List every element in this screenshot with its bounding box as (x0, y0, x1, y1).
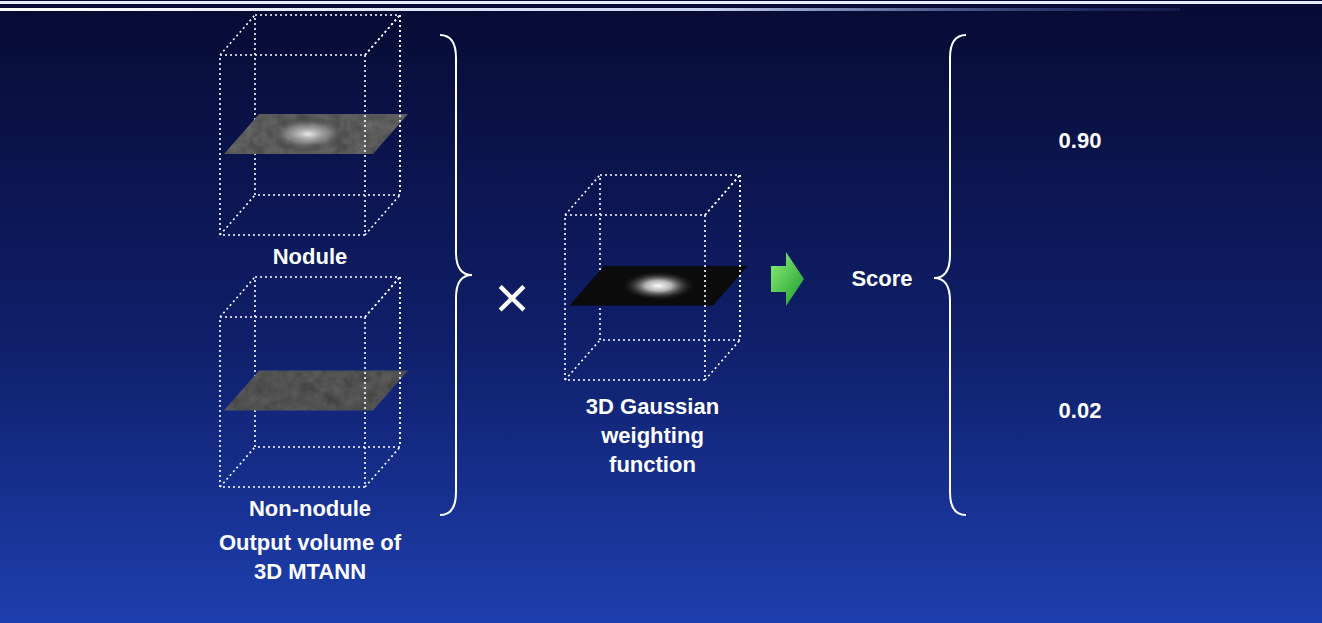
slice-texture (220, 369, 412, 413)
score-value: 0.90 (1020, 126, 1140, 155)
cube-edge (705, 175, 740, 215)
multiply-sign: × (482, 268, 542, 328)
cube-edge (739, 175, 741, 340)
caption-label: Score (812, 264, 952, 293)
cube-edge (220, 54, 365, 56)
cube-edge (365, 447, 400, 487)
cube-edge (739, 175, 741, 340)
cube-edge (565, 175, 600, 215)
cube-edge (565, 379, 705, 381)
label-slot: 0.02 (1020, 396, 1140, 425)
volume-cube (545, 170, 760, 384)
cube-edge (254, 277, 256, 447)
cube-edge (255, 14, 400, 16)
slice-plane (569, 266, 748, 306)
cube-edge (564, 215, 566, 380)
cube-edge (565, 340, 600, 380)
slice-texture (220, 112, 412, 156)
cube-edge (219, 317, 221, 487)
cube-edge (364, 317, 366, 487)
label-slot: Score (812, 264, 952, 293)
cube-edge (399, 15, 401, 195)
volume-box: 3D Gaussian weighting function (545, 170, 760, 483)
cube-edge (220, 486, 365, 488)
cube-edge (220, 447, 255, 487)
cube-edge (565, 214, 705, 216)
gaussian-blob (621, 271, 697, 301)
cube-edge (365, 15, 400, 55)
cube-edge (219, 55, 221, 235)
cube-edge (600, 339, 740, 341)
top-rule (0, 8, 1180, 11)
cube-edge (365, 15, 400, 55)
top-rule (0, 1, 1322, 4)
ct-slice (569, 266, 748, 306)
volume-label: Nodule (205, 242, 415, 271)
label-slot: Output volume of 3D MTANN (203, 528, 418, 586)
cube-edge (220, 195, 255, 235)
brace (934, 35, 966, 515)
label-slot: × (482, 268, 542, 328)
cube-edge (365, 277, 400, 317)
cube-edge (399, 277, 401, 447)
score-value: 0.02 (1020, 396, 1140, 425)
caption-label: Output volume of 3D MTANN (203, 528, 418, 586)
volume-cube (200, 10, 420, 239)
cube-edge (365, 277, 400, 317)
cube-edge (255, 276, 400, 278)
brace (440, 35, 472, 515)
nodule-blob (264, 116, 352, 152)
cube-edge (704, 215, 706, 380)
cube-edge (365, 195, 400, 235)
cube-edge (599, 175, 601, 340)
cube-edge (220, 15, 255, 55)
cube-edge (705, 175, 740, 215)
cube-edge (600, 174, 740, 176)
cube-edge (399, 277, 401, 447)
ct-slice (220, 112, 412, 156)
cube-edge (255, 446, 400, 448)
volume-label: 3D Gaussian weighting function (568, 392, 738, 479)
cube-edge (705, 340, 740, 380)
volume-label: Non-nodule (205, 494, 415, 523)
cube-edge (220, 234, 365, 236)
arrow-symbol (771, 252, 804, 306)
cube-edge (254, 15, 256, 195)
volume-cube (200, 272, 420, 491)
cube-edge (364, 55, 366, 235)
volume-box: Non-nodule (200, 272, 420, 527)
ct-slice (220, 369, 412, 413)
cube-edge (399, 15, 401, 195)
label-slot: 0.90 (1020, 126, 1140, 155)
cube-edge (255, 194, 400, 196)
cube-edge (220, 277, 255, 317)
volume-box: Nodule (200, 10, 420, 275)
cube-edge (220, 316, 365, 318)
